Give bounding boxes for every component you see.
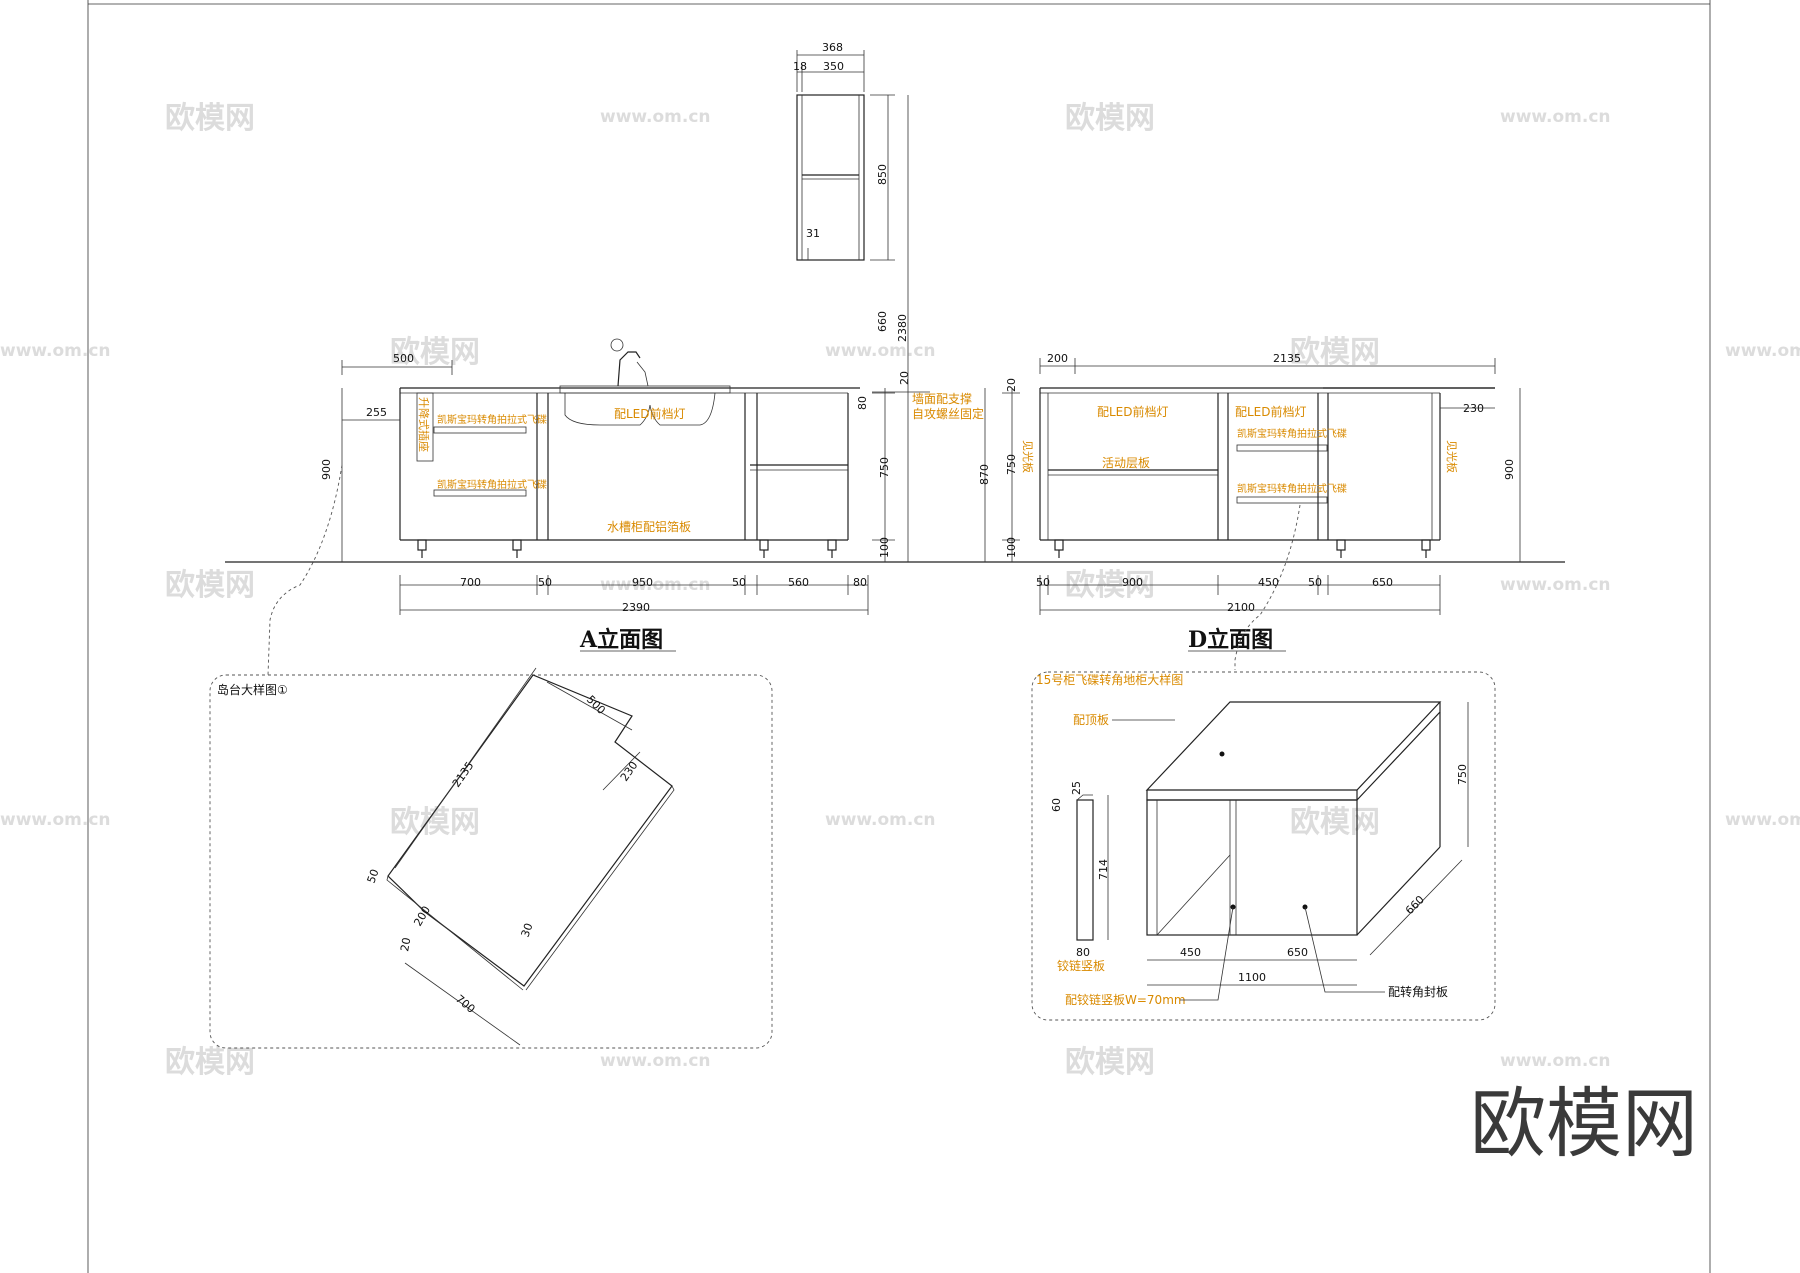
dim-a-20: 20 <box>898 371 911 385</box>
dim-d-2135: 2135 <box>1273 352 1301 365</box>
island-detail: 岛台大样图① 500 2135 230 50 200 20 30 700 <box>209 667 773 1049</box>
d-elevation-title: D立面图 <box>1188 627 1273 653</box>
dim-a-700: 700 <box>460 576 481 589</box>
note-hinge-panel-w: 配铰链竖板W=70mm <box>1065 992 1186 1007</box>
dim-a-50b: 50 <box>732 576 746 589</box>
note-wall-screw: 自攻螺丝固定 <box>912 406 984 421</box>
dim-a-500: 500 <box>393 352 414 365</box>
dim-c-25: 25 <box>1070 781 1083 795</box>
svg-text:www.om.cn: www.om.cn <box>600 107 711 127</box>
dim-c-60: 60 <box>1050 798 1063 812</box>
svg-text:www.om.cn: www.om.cn <box>1500 1051 1611 1071</box>
island-detail-title: 岛台大样图① <box>217 682 288 697</box>
dim-i-500: 500 <box>584 693 608 717</box>
svg-text:欧模网: 欧模网 <box>1290 805 1380 840</box>
note-d-panel-left: 见光板 <box>1021 440 1035 473</box>
corner-detail-title: 15号柜飞碟转角地柜大样图 <box>1036 672 1183 687</box>
note-a-led: 配LED前档灯 <box>614 406 686 421</box>
dim-a-950: 950 <box>632 576 653 589</box>
svg-text:www.om.cn: www.om.cn <box>600 1051 711 1071</box>
dim-d-200: 200 <box>1047 352 1068 365</box>
svg-text:欧模网: 欧模网 <box>165 1045 255 1080</box>
dim-350: 350 <box>823 60 844 73</box>
note-d-led-2: 配LED前档灯 <box>1235 404 1307 419</box>
svg-text:www.om.cn: www.om.cn <box>1725 810 1800 830</box>
svg-text:欧模网: 欧模网 <box>165 101 255 136</box>
a-elevation-title: A立面图 <box>579 627 663 653</box>
svg-text:www.om.cn: www.om.cn <box>1725 341 1800 361</box>
note-d-panel-right: 见光板 <box>1445 440 1459 473</box>
dim-c-1100: 1100 <box>1238 971 1266 984</box>
svg-text:欧模网: 欧模网 <box>390 335 480 370</box>
note-d-shelf: 活动层板 <box>1102 456 1150 470</box>
note-a-drawer-1: 凯斯宝玛转角拍拉式飞碟 <box>437 413 547 426</box>
svg-text:www.om.cn: www.om.cn <box>825 810 936 830</box>
note-wall-support: 墙面配支撑 <box>912 391 972 406</box>
svg-text:欧模网: 欧模网 <box>1290 335 1380 370</box>
svg-text:欧模网: 欧模网 <box>1065 101 1155 136</box>
dim-d-900: 900 <box>1503 459 1516 480</box>
note-corner-seal: 配转角封板 <box>1388 984 1448 999</box>
a-elevation: 500 255 900 80 750 100 20 660 2380 升降式插座… <box>225 95 985 676</box>
dim-a-2380: 2380 <box>896 314 909 342</box>
dim-c-650: 650 <box>1287 946 1308 959</box>
dim-c-80: 80 <box>1076 946 1090 959</box>
dim-d-2100: 2100 <box>1227 601 1255 614</box>
dim-a-560: 560 <box>788 576 809 589</box>
note-d-led-1: 配LED前档灯 <box>1097 404 1169 419</box>
dim-a-2390: 2390 <box>622 601 650 614</box>
dim-d-50b: 50 <box>1308 576 1322 589</box>
dim-d-230: 230 <box>1463 402 1484 415</box>
dim-d-100: 100 <box>1005 537 1018 558</box>
dim-d-650: 650 <box>1372 576 1393 589</box>
dim-d-870: 870 <box>978 464 991 485</box>
svg-text:欧模网: 欧模网 <box>1065 568 1155 603</box>
dim-c-450: 450 <box>1180 946 1201 959</box>
svg-text:欧模网: 欧模网 <box>1065 1045 1155 1080</box>
dim-d-750: 750 <box>1005 454 1018 475</box>
dim-i-30: 30 <box>519 921 536 939</box>
note-sink-board: 水槽柜配铝箔板 <box>607 519 691 534</box>
dim-a-80: 80 <box>856 396 869 410</box>
dim-368: 368 <box>822 41 843 54</box>
dim-i-50: 50 <box>365 867 382 885</box>
dim-i-2135: 2135 <box>450 759 477 789</box>
dim-d-50a: 50 <box>1036 576 1050 589</box>
brand-watermark: 欧模网 <box>1470 1079 1698 1168</box>
dim-c-750: 750 <box>1456 764 1469 785</box>
svg-text:www.om.cn: www.om.cn <box>0 341 111 361</box>
dim-c-714: 714 <box>1097 859 1110 880</box>
note-top-panel: 配顶板 <box>1073 713 1109 727</box>
dim-a-100: 100 <box>878 537 891 558</box>
dim-a-50a: 50 <box>538 576 552 589</box>
note-hinge-panel: 铰链竖板 <box>1057 958 1105 973</box>
dim-850: 850 <box>876 164 889 185</box>
watermark-layer: 欧模网 www.om.cn 欧模网 www.om.cn www.om.cn 欧模… <box>0 101 1800 1080</box>
svg-text:www.om.cn: www.om.cn <box>825 341 936 361</box>
dim-a-80w: 80 <box>853 576 867 589</box>
corner-detail: 15号柜飞碟转角地柜大样图 25 60 714 80 750 660 450 6… <box>1031 671 1496 1021</box>
dim-18: 18 <box>793 60 807 73</box>
d-elevation: 200 2135 230 870 20 750 100 900 配LED前档灯 … <box>978 352 1565 670</box>
dim-a-255: 255 <box>366 406 387 419</box>
note-lift-socket: 升降式插座 <box>417 397 431 452</box>
svg-text:www.om.cn: www.om.cn <box>0 810 111 830</box>
svg-text:www.om.cn: www.om.cn <box>1500 575 1611 595</box>
note-d-drawer-2: 凯斯宝玛转角拍拉式飞碟 <box>1237 482 1347 495</box>
dim-d-900w: 900 <box>1122 576 1143 589</box>
dim-a-660: 660 <box>876 311 889 332</box>
dim-a-750: 750 <box>878 457 891 478</box>
note-d-drawer-1: 凯斯宝玛转角拍拉式飞碟 <box>1237 427 1347 440</box>
note-a-drawer-2: 凯斯宝玛转角拍拉式飞碟 <box>437 478 547 491</box>
dim-a-900: 900 <box>320 459 333 480</box>
dim-d-20: 20 <box>1005 378 1018 392</box>
svg-text:欧模网: 欧模网 <box>165 568 255 603</box>
svg-text:www.om.cn: www.om.cn <box>1500 107 1611 127</box>
wall-cabinet-elevation: 368 18 350 31 850 <box>793 41 895 261</box>
dim-i-20: 20 <box>398 936 413 952</box>
dim-c-660: 660 <box>1403 893 1427 917</box>
dim-31: 31 <box>806 227 820 240</box>
dim-d-450: 450 <box>1258 576 1279 589</box>
